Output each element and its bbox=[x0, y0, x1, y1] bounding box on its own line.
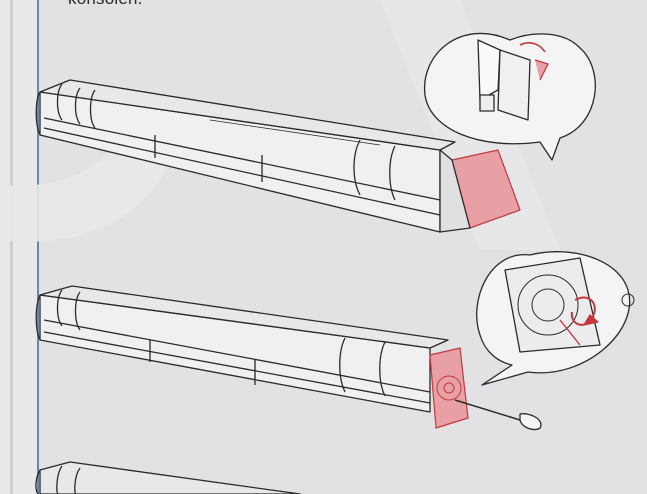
end-plate-highlight-2 bbox=[430, 348, 468, 428]
detail-bubble-2 bbox=[477, 252, 634, 385]
cassette-1 bbox=[36, 80, 455, 232]
cassette-3 bbox=[36, 462, 300, 494]
cassette-2 bbox=[36, 286, 448, 412]
